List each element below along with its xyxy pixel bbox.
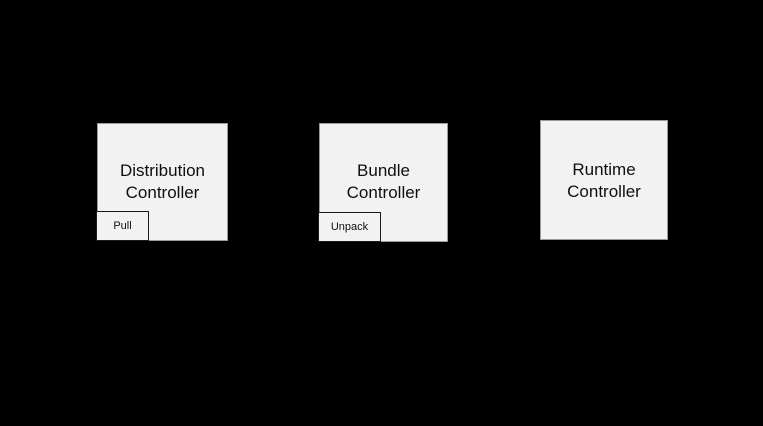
distribution-controller-pull-box[interactable]: Pull — [96, 211, 149, 241]
unpack-label: Unpack — [330, 220, 369, 233]
bundle-controller-title: Bundle Controller — [346, 161, 421, 202]
distribution-controller-title: Distribution Controller — [119, 161, 206, 202]
pull-label: Pull — [113, 219, 132, 232]
bundle-controller-unpack-box[interactable]: Unpack — [318, 212, 381, 242]
runtime-controller-title: Runtime Controller — [567, 160, 641, 201]
runtime-controller-box[interactable]: Runtime Controller — [540, 120, 668, 240]
